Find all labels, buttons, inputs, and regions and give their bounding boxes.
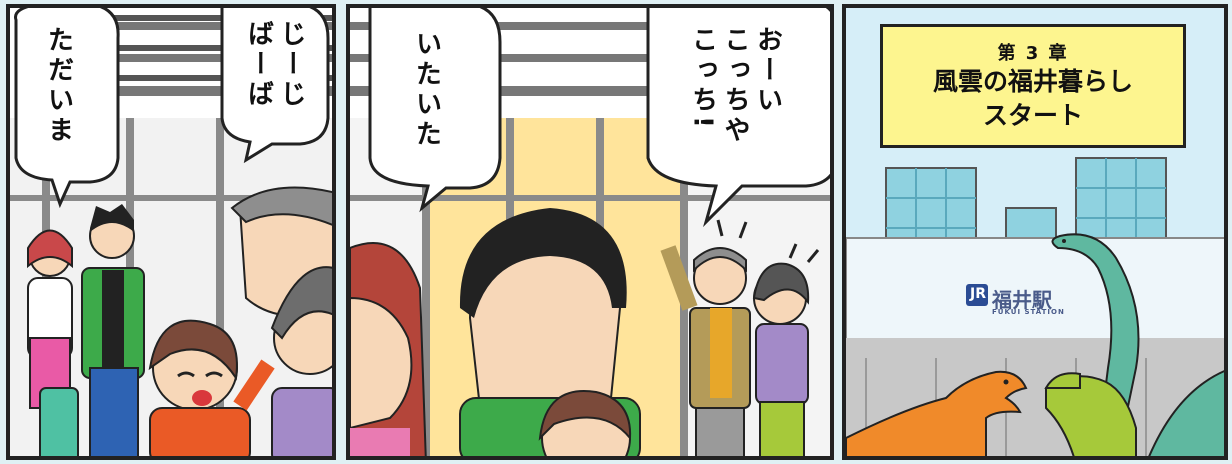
speech-bubble-tadaima: ただいま	[43, 26, 74, 146]
panel-1-artwork	[10, 8, 332, 456]
speech-bubble-jiiji-baaba: じーじ ばーば	[243, 20, 307, 110]
station-name: 福井駅	[992, 288, 1052, 312]
chapter-title-line-1: 風雲の福井暮らし	[932, 67, 1133, 96]
comic-panel-3: 第 3 章 風雲の福井暮らし スタート JR 福井駅 FUKUI STATION	[842, 4, 1228, 460]
chapter-title-line-2: スタート	[982, 101, 1083, 130]
station-name-english: FUKUI STATION	[992, 308, 1065, 316]
comic-panel-1: ただいま じーじ ばーば	[6, 4, 336, 460]
speech-bubble-itaita: いたいた	[411, 30, 442, 150]
comic-panel-2: いたいた おーい こっちや こっち!	[346, 4, 834, 460]
panel-2-artwork	[350, 8, 830, 456]
chapter-number: 第 3 章	[997, 43, 1069, 64]
jr-logo: JR	[970, 286, 986, 302]
speech-bubble-ooi-kocchiya: おーい こっちや こっち!	[687, 26, 783, 146]
chapter-title-box: 第 3 章 風雲の福井暮らし スタート	[880, 24, 1186, 148]
